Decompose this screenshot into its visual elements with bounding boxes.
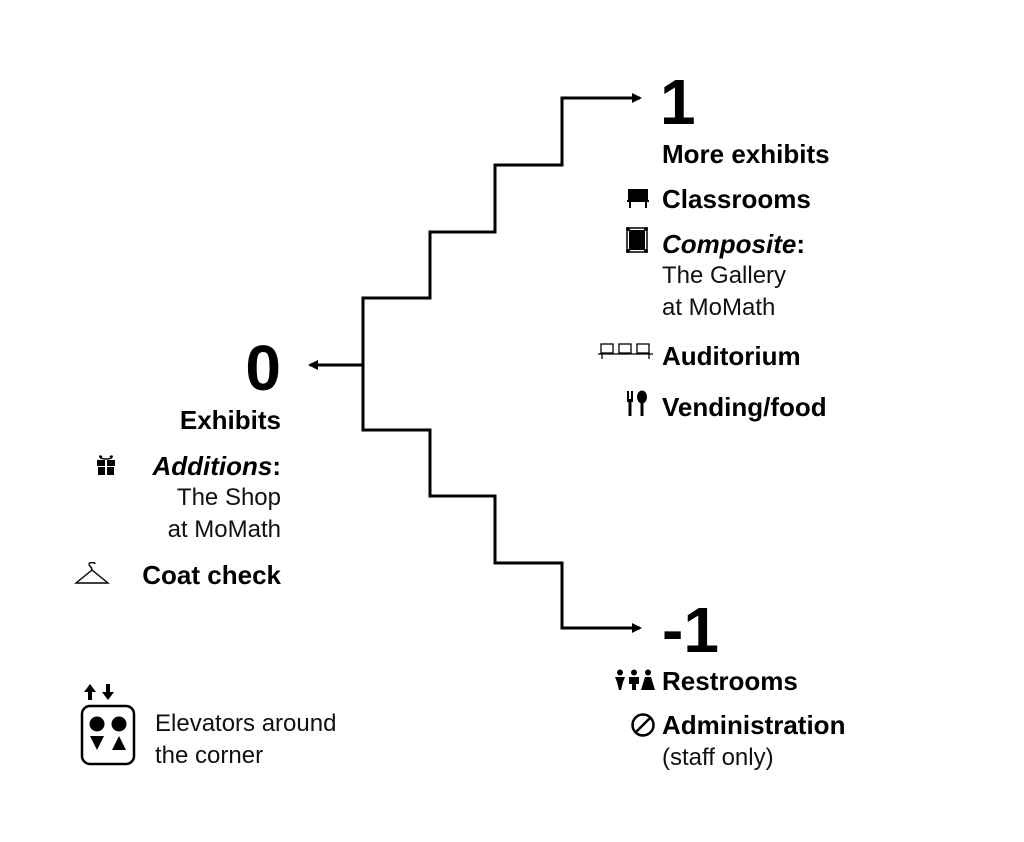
composite-subline-2: at MoMath <box>662 294 776 321</box>
additions-subline-1: The Shop <box>176 484 281 511</box>
restroom-people-icon <box>615 669 655 690</box>
auditorium-label: Auditorium <box>662 341 801 371</box>
elevator-note-line-1: Elevators around <box>155 710 337 737</box>
vending-food-label: Vending/food <box>662 392 827 422</box>
additions-label: Additions: <box>152 453 281 479</box>
gift-icon <box>97 455 115 475</box>
floor-1-title: More exhibits <box>662 139 830 169</box>
composite-subline-1: The Gallery <box>662 262 787 289</box>
composite-italic: Composite <box>662 229 797 259</box>
administration-label: Administration <box>662 710 846 740</box>
elevator-icon <box>80 684 136 766</box>
floor-1-number: 1 <box>660 66 696 138</box>
administration-subline: (staff only) <box>662 744 774 771</box>
additions-subline-2: at MoMath <box>167 516 281 543</box>
additions-italic: Additions <box>152 451 273 481</box>
no-entry-icon <box>631 713 655 737</box>
restrooms-label: Restrooms <box>662 666 798 696</box>
additions-colon: : <box>272 451 281 481</box>
auditorium-seats-icon <box>598 343 653 359</box>
composite-colon: : <box>796 229 806 259</box>
floor-0-title: Exhibits <box>179 405 281 435</box>
floor-0-number: 0 <box>245 332 281 404</box>
coat-check-label: Coat check <box>142 560 281 590</box>
composite-label: Composite: <box>662 231 805 257</box>
stairs-up-path <box>361 93 642 365</box>
fork-spoon-icon <box>627 390 647 416</box>
stairs-down-path <box>361 365 642 633</box>
floor-minus-1-number: -1 <box>662 594 719 666</box>
gallery-frame-icon <box>626 227 648 253</box>
classroom-icon <box>627 189 649 208</box>
coat-hanger-icon <box>74 562 110 584</box>
elevator-note-line-2: the corner <box>155 742 264 769</box>
classrooms-label: Classrooms <box>662 184 811 214</box>
